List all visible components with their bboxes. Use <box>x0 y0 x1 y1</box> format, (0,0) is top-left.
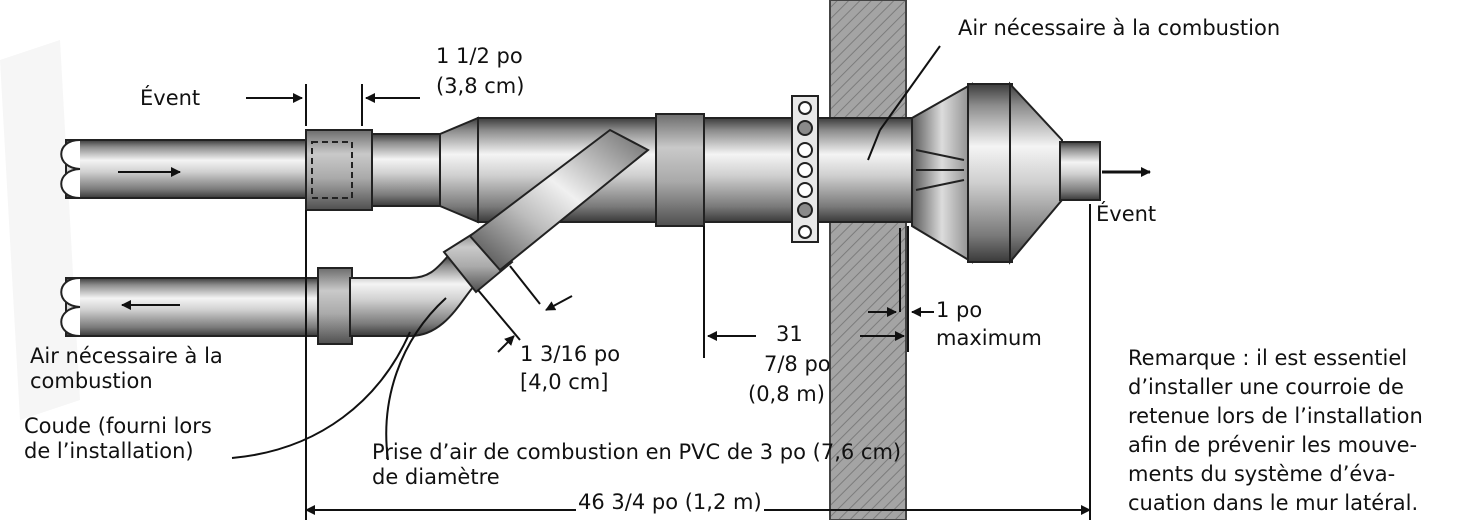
label-air-bottom-left: Air nécessaire à la combustion <box>30 344 223 393</box>
vent-cap <box>911 81 1151 265</box>
label-dim-1po-line1: 1 po <box>936 298 983 322</box>
label-dim-31-line1: 31 <box>776 322 803 346</box>
background-watermark <box>0 40 80 420</box>
elbow-assembly <box>317 128 650 345</box>
upper-left-pipe <box>60 139 311 199</box>
label-dim-31-line3: (0,8 m) <box>748 382 825 406</box>
wall <box>829 0 907 521</box>
label-remarque: Remarque : il est essentiel d’installer … <box>1128 346 1423 515</box>
label-dim-31-line2: 7/8 po <box>764 352 831 376</box>
upper-coupling <box>305 129 373 211</box>
label-dim-1po-line2: maximum <box>936 326 1042 350</box>
label-dim-1-3-16-line2: [4,0 cm] <box>520 370 609 394</box>
label-event-left: Évent <box>140 86 201 110</box>
lower-left-pipe <box>60 277 323 337</box>
label-dim-1-5-line1: 1 1/2 po <box>436 44 523 68</box>
dimension-lines <box>231 45 1091 520</box>
label-coude: Coude (fourni lors de l’installation) <box>24 414 212 463</box>
label-air-top: Air nécessaire à la combustion <box>958 16 1281 40</box>
main-vent-pipe <box>371 113 931 227</box>
label-event-right: Évent <box>1096 202 1157 226</box>
label-prise-air: Prise d’air de combustion en PVC de 3 po… <box>372 440 902 489</box>
retaining-strap <box>791 95 819 243</box>
label-dim-1-3-16-line1: 1 3/16 po <box>520 342 621 366</box>
label-dim-1-5-line2: (3,8 cm) <box>436 74 525 98</box>
label-dim-overall: 46 3/4 po (1,2 m) <box>576 490 764 515</box>
